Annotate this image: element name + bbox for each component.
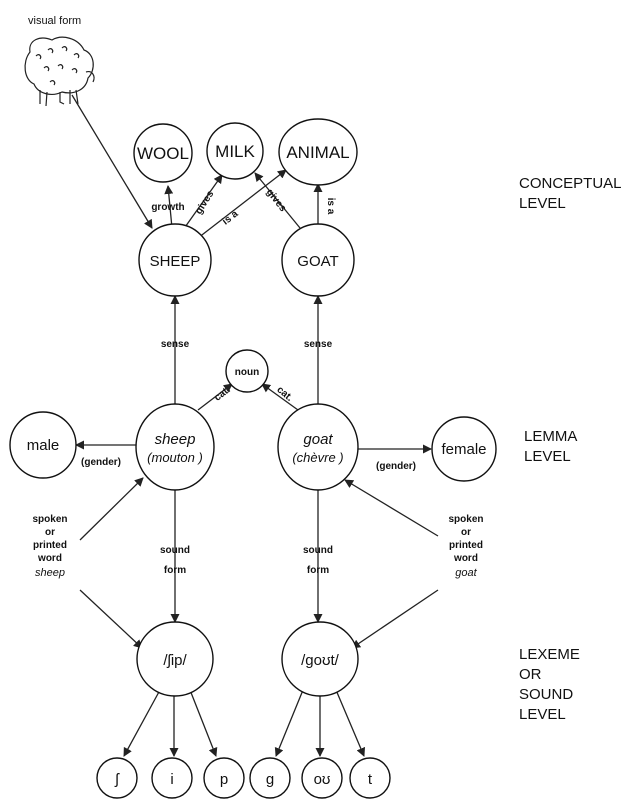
node-goat-lemma-label: goat [303, 431, 333, 448]
svg-text:LEVEL: LEVEL [524, 448, 571, 465]
edge-spoken-goat-to-lemma [344, 479, 439, 537]
node-goat-lemma [277, 403, 359, 491]
edge-label-growth: growth [151, 202, 184, 213]
node-goat-lexeme [281, 621, 359, 697]
node-sheep-concept [138, 223, 212, 297]
edge-label-gender-goat: (gender) [376, 461, 416, 472]
svg-text:word: word [453, 553, 478, 564]
node-sheep-lexeme [136, 621, 214, 697]
edge-sheep-to-milk [182, 174, 223, 231]
svg-text:OR: OR [519, 666, 542, 683]
edge-spoken-sheep-to-lexeme [79, 589, 143, 649]
node-sheep-concept-label: SHEEP [150, 253, 201, 270]
svg-text:goat: goat [455, 567, 477, 579]
svg-text:LEVEL: LEVEL [519, 195, 566, 212]
level-label-lexeme: LEXEME OR SOUND LEVEL [519, 646, 580, 723]
svg-text:CONCEPTUAL: CONCEPTUAL [519, 175, 622, 192]
svg-text:spoken: spoken [32, 514, 67, 525]
edge-spoken-goat-to-lexeme [351, 589, 439, 649]
node-milk-label: MILK [215, 142, 255, 161]
node-phoneme-i-label: i [170, 771, 173, 788]
node-sheep-lexeme-label: /ʃip/ [163, 652, 187, 669]
node-phoneme-g [249, 757, 291, 799]
edge-sheep-to-wool [164, 185, 174, 229]
node-noun [225, 349, 269, 393]
edge-visual-to-sheep [71, 94, 153, 229]
edge-lexeme-to-t [335, 689, 366, 757]
svg-text:printed: printed [33, 540, 67, 551]
node-phoneme-t [349, 757, 391, 799]
svg-text:printed: printed [449, 540, 483, 551]
edge-lexeme-to-g [274, 689, 304, 757]
edge-lexeme-to-p [189, 689, 218, 757]
edge-label-isa-sheep: is a [220, 208, 240, 227]
edge-spoken-sheep-to-lemma [79, 477, 144, 541]
edge-label-cat-goat: cat. [274, 384, 294, 404]
svg-text:word: word [37, 553, 62, 564]
svg-text:sheep: sheep [35, 567, 65, 579]
svg-text:LEXEME: LEXEME [519, 646, 580, 663]
svg-text:SOUND: SOUND [519, 686, 573, 703]
node-phoneme-ou-label: oʊ [314, 771, 331, 788]
edge-label-gives-sheep: gives [193, 189, 216, 217]
edge-sheep-lemma-to-noun [197, 383, 233, 411]
node-wool [133, 123, 193, 183]
node-goat-lexeme-label: /goʊt/ [301, 652, 340, 669]
node-goat-concept [281, 223, 355, 297]
edge-label-sense-sheep: sense [161, 339, 190, 350]
edge-label-sound-goat: sound [303, 545, 333, 556]
edge-label-isa-goat: is a [325, 198, 336, 215]
node-female [431, 416, 497, 482]
node-phoneme-sh-label: ʃ [114, 771, 120, 788]
edge-lexeme-to-sh [123, 689, 161, 757]
edge-sheep-to-animal [197, 169, 287, 239]
input-spoken-goat: spoken or printed word goat [448, 514, 483, 579]
node-sheep-lemma [135, 403, 215, 491]
level-label-lemma: LEMMA LEVEL [524, 428, 577, 465]
sheep-drawing-icon [24, 36, 95, 107]
node-animal-label: ANIMAL [286, 143, 349, 162]
node-goat-concept-label: GOAT [297, 253, 338, 270]
node-phoneme-t-label: t [368, 771, 373, 788]
edge-goat-to-milk [254, 172, 301, 229]
svg-text:LEVEL: LEVEL [519, 706, 566, 723]
input-spoken-sheep: spoken or printed word sheep [32, 514, 67, 579]
svg-text:or: or [461, 527, 471, 538]
edge-label-gender-sheep: (gender) [81, 457, 121, 468]
node-female-label: female [441, 441, 486, 458]
node-phoneme-p-label: p [220, 771, 228, 788]
node-phoneme-ou [301, 757, 343, 799]
edge-goat-lemma-to-noun [261, 383, 299, 411]
node-goat-lemma-french: (chèvre ) [292, 450, 343, 465]
svg-text:spoken: spoken [448, 514, 483, 525]
node-phoneme-p [203, 757, 245, 799]
node-sheep-lemma-french: (mouton ) [147, 450, 203, 465]
level-label-conceptual: CONCEPTUAL LEVEL [519, 175, 622, 212]
node-male [9, 411, 77, 479]
node-phoneme-g-label: g [266, 771, 274, 788]
svg-text:LEMMA: LEMMA [524, 428, 577, 445]
node-phoneme-sh [96, 757, 138, 799]
node-sheep-lemma-label: sheep [155, 431, 196, 448]
visual-form-label: visual form [28, 15, 81, 27]
edge-label-form-sheep: form [164, 565, 186, 576]
node-milk [206, 122, 264, 180]
edge-label-cat-sheep: cat. [212, 384, 233, 403]
edge-label-sense-goat: sense [304, 339, 333, 350]
node-male-label: male [27, 437, 60, 454]
node-animal [278, 118, 358, 186]
edge-label-sound-sheep: sound [160, 545, 190, 556]
node-wool-label: WOOL [137, 144, 189, 163]
edge-label-form-goat: form [307, 565, 329, 576]
svg-text:or: or [45, 527, 55, 538]
node-noun-label: noun [235, 367, 259, 378]
node-phoneme-i [151, 757, 193, 799]
